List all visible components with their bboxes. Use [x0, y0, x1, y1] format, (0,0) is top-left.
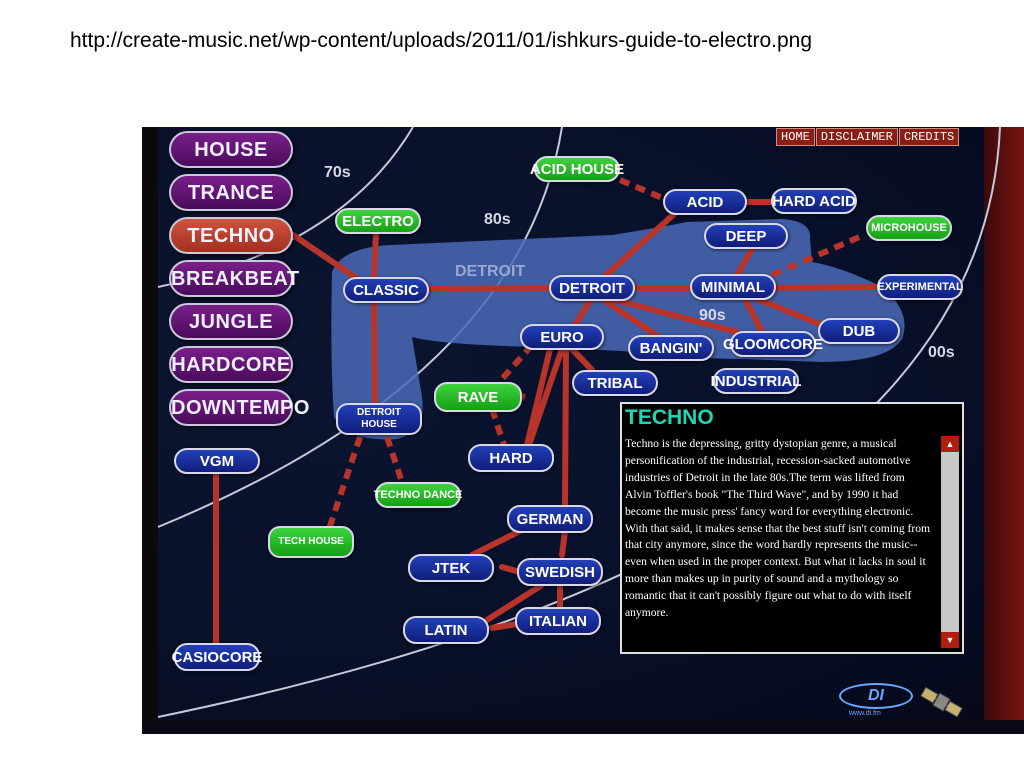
link-classic-detroithouse	[371, 299, 378, 415]
link-detroit-bangin	[599, 296, 665, 342]
link-minimal-experimental	[767, 284, 881, 291]
link-minimal-deep	[734, 246, 755, 278]
genre-button-downtempo[interactable]: Downtempo	[169, 389, 309, 426]
info-title: TECHNO	[625, 406, 714, 429]
scroll-up-arrow-icon[interactable]: ▲	[941, 436, 959, 452]
link-euro-german	[562, 346, 569, 508]
bottom-edge	[142, 720, 1024, 734]
node-microhouse[interactable]: MICROHOUSE	[866, 215, 952, 241]
info-description: Techno is the depressing, gritty dystopi…	[625, 437, 931, 620]
node-detroit[interactable]: DETROIT	[549, 275, 635, 301]
era-label-70s: 70s	[324, 164, 351, 181]
node-detroit-house[interactable]: DETROIT HOUSE	[336, 403, 422, 435]
link-detroithouse-technodance	[384, 436, 405, 483]
node-techno-dance[interactable]: TECHNO DANCE	[374, 482, 462, 508]
genre-button-breakbeat[interactable]: Breakbeat	[169, 260, 299, 297]
node-hard-acid[interactable]: HARD ACID	[771, 188, 857, 214]
node-tribal[interactable]: TRIBAL	[572, 370, 658, 396]
di-logo: DI www.di.fm	[839, 683, 913, 717]
era-label-80s: 80s	[484, 211, 511, 228]
nav-home-link[interactable]: HOME	[776, 128, 815, 146]
era-label-90s: 90s	[699, 307, 726, 324]
node-swedish[interactable]: SWEDISH	[517, 558, 603, 586]
node-italian[interactable]: ITALIAN	[515, 607, 601, 635]
genre-info-panel: TECHNO Techno is the depressing, gritty …	[620, 402, 964, 654]
node-classic[interactable]: CLASSIC	[343, 277, 429, 303]
info-scrollbar[interactable]: ▲ ▼	[941, 436, 959, 648]
node-industrial[interactable]: INDUSTRIAL	[711, 368, 801, 394]
node-hard[interactable]: HARD	[468, 444, 554, 472]
region-label-detroit: DETROIT	[455, 263, 526, 280]
era-arc-80s	[157, 127, 563, 528]
link-electro-classic	[371, 230, 379, 280]
genre-button-techno[interactable]: Techno	[169, 217, 293, 254]
right-panel-edge	[984, 127, 1024, 734]
link-rave-euro	[499, 343, 535, 381]
genre-button-house[interactable]: House	[169, 131, 293, 168]
link-german-jtek	[469, 526, 527, 558]
node-casiocore[interactable]: CASIOCORE	[172, 643, 262, 671]
node-dub[interactable]: DUB	[818, 318, 900, 344]
node-latin[interactable]: LATIN	[403, 616, 489, 644]
di-logo-mark: DI	[839, 683, 913, 709]
node-acid[interactable]: ACID	[663, 189, 747, 215]
satellite-icon	[920, 686, 963, 718]
node-euro[interactable]: EURO	[520, 324, 604, 350]
node-vgm[interactable]: VGM	[174, 448, 260, 474]
genre-button-trance[interactable]: Trance	[169, 174, 293, 211]
link-minimal-dub	[749, 294, 830, 330]
slide-caption: http://create-music.net/wp-content/uploa…	[70, 29, 813, 52]
link-german-swedish	[559, 528, 568, 558]
node-experimental[interactable]: EXPERIMENTAL	[877, 274, 963, 300]
genre-button-hardcore[interactable]: Hardcore	[169, 346, 293, 383]
era-label-00s: 00s	[928, 344, 955, 361]
node-german[interactable]: GERMAN	[507, 505, 593, 533]
link-minimal-gloomcore	[742, 296, 765, 335]
genre-map-app: HOME DISCLAIMER CREDITS House Trance Tec…	[142, 127, 1024, 734]
scroll-down-arrow-icon[interactable]: ▼	[941, 632, 959, 648]
link-euro-hard-b	[524, 346, 553, 448]
node-tech-house[interactable]: TECH HOUSE	[268, 526, 354, 558]
link-detroit-industrial	[609, 296, 740, 335]
nav-disclaimer-link[interactable]: DISCLAIMER	[815, 128, 898, 146]
node-electro[interactable]: ELECTRO	[335, 208, 421, 234]
link-detroit-acid	[602, 204, 685, 279]
node-gloomcore[interactable]: GLOOMCORE	[723, 331, 823, 357]
nav-credits-link[interactable]: CREDITS	[898, 128, 960, 146]
di-logo-url: www.di.fm	[849, 710, 881, 717]
node-bangin[interactable]: BANGIN'	[628, 335, 714, 361]
node-deep[interactable]: DEEP	[704, 223, 788, 249]
node-acid-house[interactable]: ACID HOUSE	[530, 156, 624, 182]
node-rave[interactable]: RAVE	[434, 382, 522, 412]
link-latin-italian	[489, 621, 520, 631]
link-detroit-euro	[572, 298, 593, 328]
node-minimal[interactable]: MINIMAL	[690, 274, 776, 300]
link-acidhouse-acid	[618, 177, 669, 203]
genre-button-jungle[interactable]: Jungle	[169, 303, 293, 340]
top-navigation: HOME DISCLAIMER CREDITS	[776, 128, 960, 146]
link-rave-hard	[489, 408, 507, 446]
link-euro-hard	[526, 346, 565, 448]
node-jtek[interactable]: JTEK	[408, 554, 494, 582]
link-detroithouse-techhouse	[325, 436, 363, 533]
link-swedish-latin	[484, 582, 545, 623]
link-classic-detroit	[425, 285, 555, 292]
link-euro-tribal	[569, 346, 595, 373]
left-edge	[142, 127, 158, 734]
